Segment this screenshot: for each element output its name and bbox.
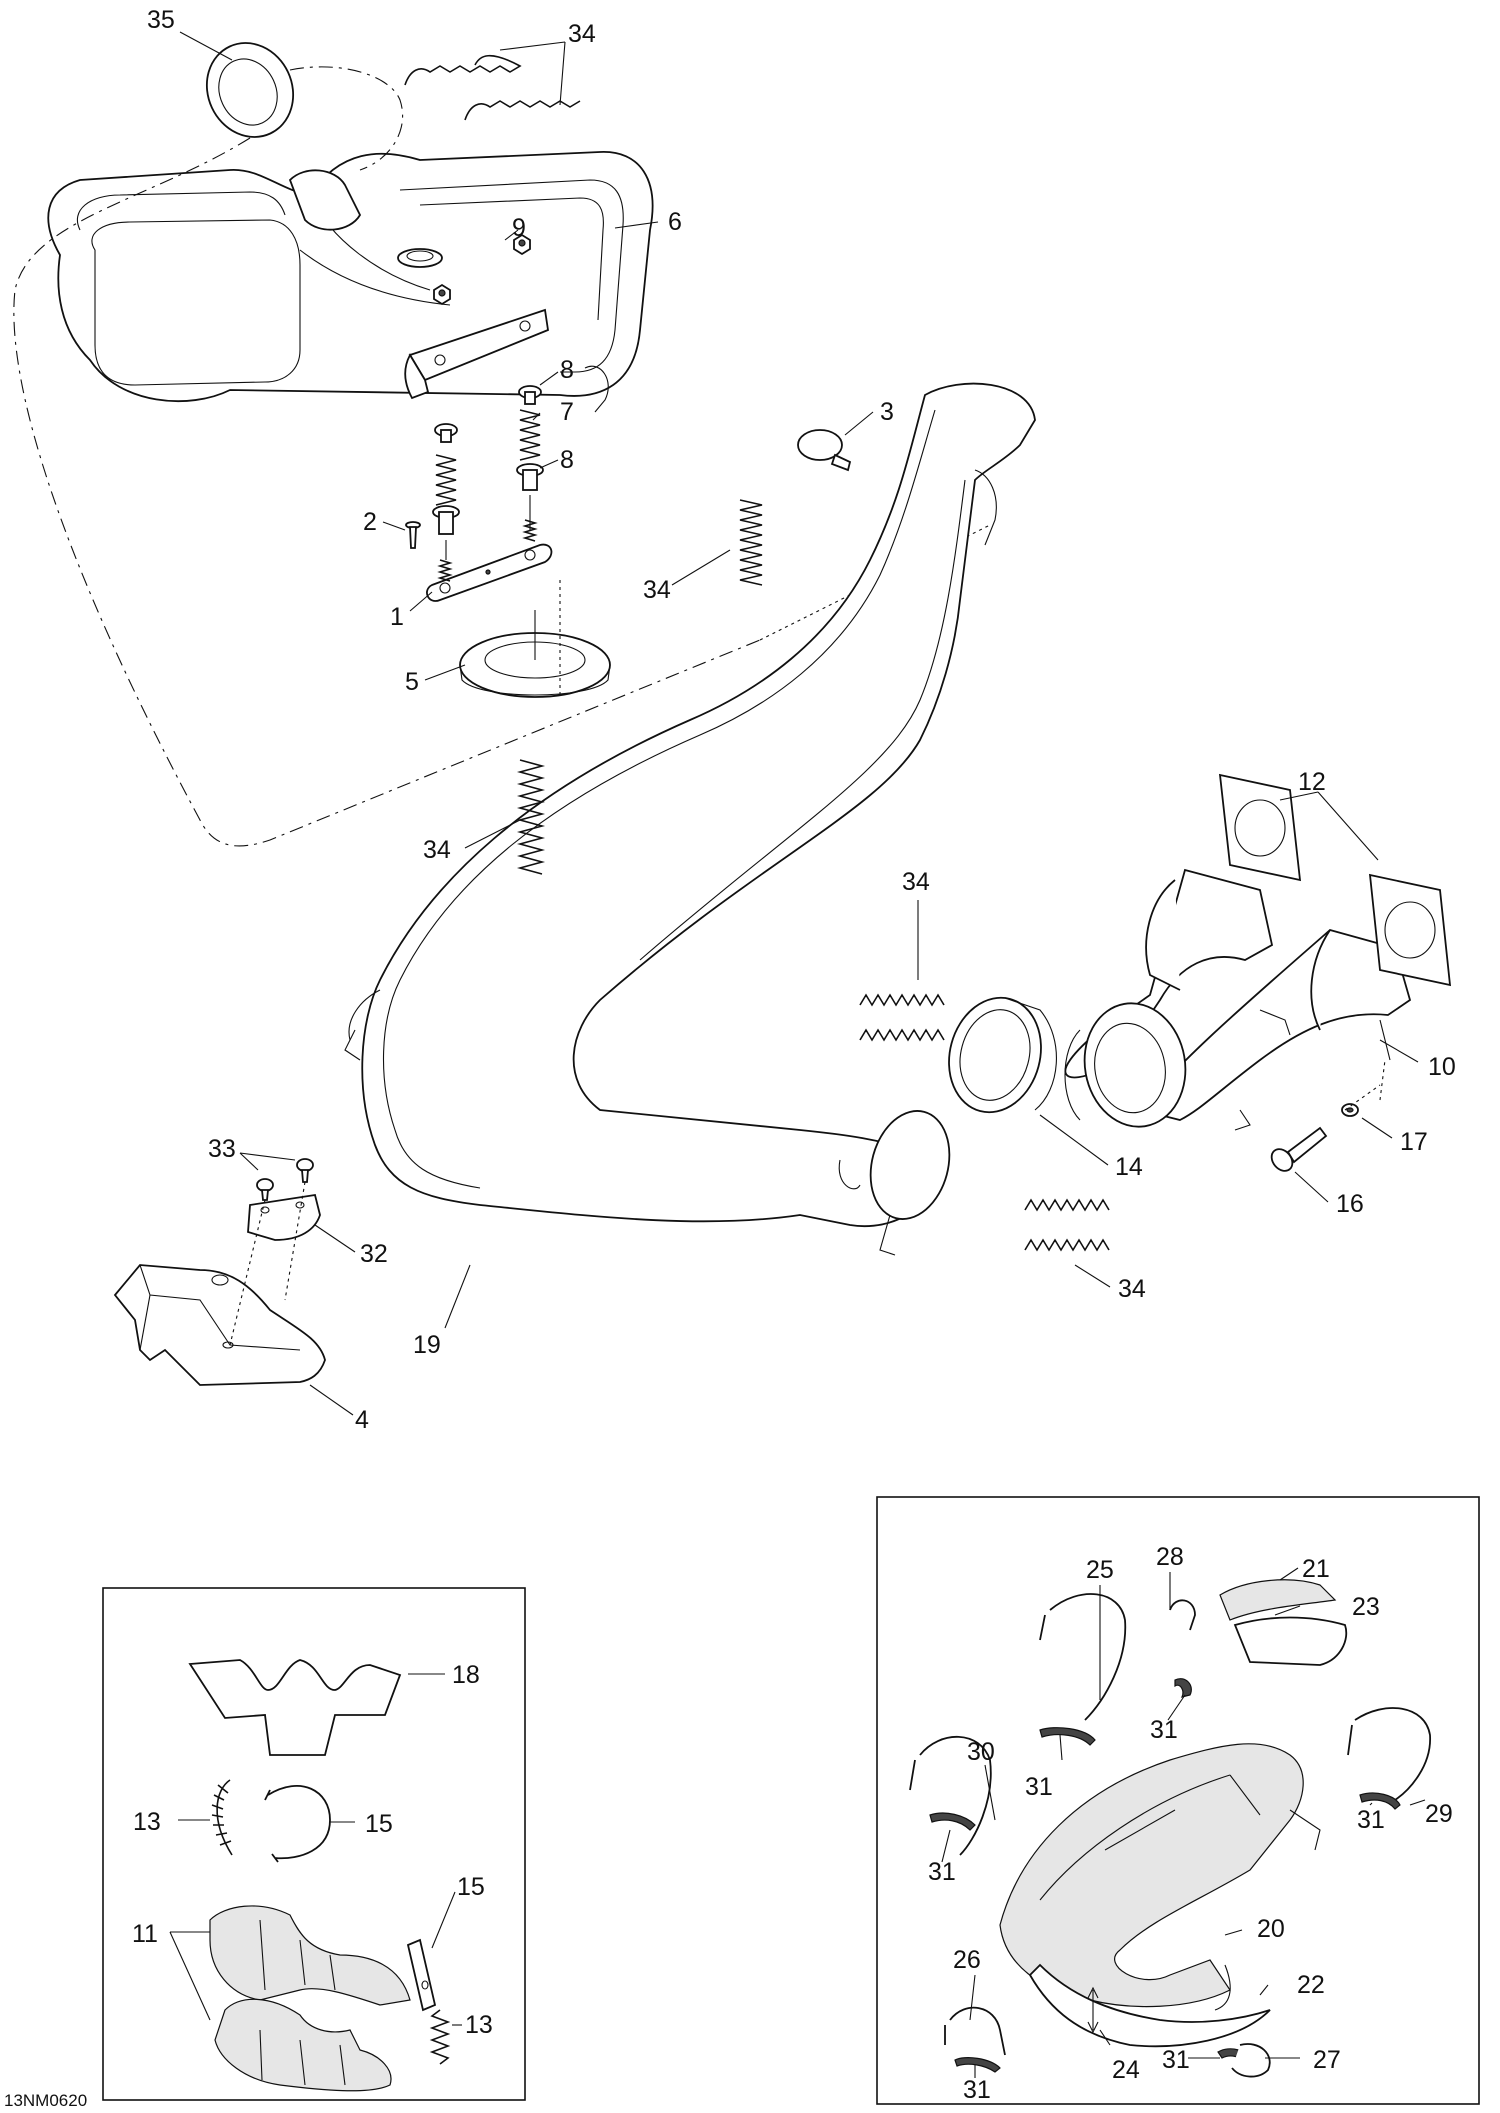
heat-shield-part-23 [1233, 1616, 1348, 1666]
callout-20: 20 [1257, 1915, 1285, 1943]
callout-31: 31 [1150, 1716, 1178, 1744]
washer-part-17 [1341, 1059, 1386, 1117]
callout-18: 18 [452, 1661, 480, 1689]
callout-34: 34 [902, 868, 930, 896]
callout-33: 33 [208, 1135, 236, 1163]
callout-labels: 35 34 6 9 8 7 8 3 2 1 34 5 34 12 34 10 1… [4, 6, 1456, 2110]
callout-15: 15 [365, 1810, 393, 1838]
callout-34: 34 [1118, 1275, 1146, 1303]
callout-30: 30 [967, 1738, 995, 1766]
clip-part-31-c [1174, 1678, 1192, 1698]
clip-part-15-small [406, 1938, 437, 2012]
callout-23: 23 [1352, 1593, 1380, 1621]
callout-5: 5 [405, 668, 419, 696]
callout-2: 2 [363, 508, 377, 536]
exhaust-manifold-part-10 [1064, 868, 1412, 1131]
clip-part-28 [1169, 1599, 1196, 1631]
callout-21: 21 [1302, 1555, 1330, 1583]
callout-17: 17 [1400, 1128, 1428, 1156]
callout-12: 12 [1298, 768, 1326, 796]
clip-part-31-b [929, 1812, 976, 1831]
callout-13: 13 [465, 2011, 493, 2039]
grommet-part-5 [459, 610, 611, 698]
clip-part-31-e [954, 2057, 1001, 2073]
inset-left [102, 1587, 526, 2101]
callout-22: 22 [1297, 1971, 1325, 1999]
callout-31: 31 [963, 2076, 991, 2104]
spring-part-34-center [859, 993, 945, 1042]
inset-right [876, 1496, 1480, 2105]
callout-10: 10 [1428, 1053, 1456, 1081]
spring-part-13-lower [429, 2009, 451, 2065]
clamp-part-26 [944, 2006, 1006, 2056]
callout-1: 1 [390, 603, 404, 631]
callout-11: 11 [132, 1920, 158, 1948]
drawing-reference: 13NM0620 [4, 2091, 87, 2110]
clamp-part-25 [1039, 1593, 1127, 1721]
callout-26: 26 [953, 1946, 981, 1974]
spring-part-34-top [404, 54, 581, 121]
callout-35: 35 [147, 6, 175, 34]
leader-lines [169, 31, 1426, 2078]
callout-24: 24 [1112, 2056, 1140, 2084]
callout-19: 19 [413, 1331, 441, 1359]
callout-34: 34 [423, 836, 451, 864]
callout-8: 8 [560, 356, 574, 384]
plate-part-32 [247, 1193, 321, 1241]
bolt-part-16 [1270, 1126, 1328, 1172]
spring-part-13-upper [211, 1779, 233, 1856]
callout-3: 3 [880, 398, 894, 426]
heat-shield-part-4 [113, 1264, 326, 1386]
clip-part-31-a [1039, 1727, 1096, 1746]
callout-31: 31 [1162, 2046, 1190, 2074]
nut-part-9 [433, 233, 531, 306]
callout-4: 4 [355, 1406, 369, 1434]
spring-part-34-mid [739, 499, 763, 586]
heat-shield-part-21 [1219, 1579, 1337, 1621]
callout-28: 28 [1156, 1543, 1184, 1571]
callout-34: 34 [568, 20, 596, 48]
seal-part-35 [205, 42, 295, 138]
heat-shield-part-11-lower [214, 1998, 392, 2092]
clamp-part-29 [1347, 1707, 1431, 1801]
exhaust-pipe-part-19 [344, 382, 1036, 1256]
clip-part-31-d [1359, 1792, 1401, 1810]
callout-31: 31 [1357, 1806, 1385, 1834]
callout-7: 7 [560, 398, 574, 426]
rubber-mount-part-3 [797, 429, 852, 472]
clip-part-27 [1231, 2043, 1271, 2078]
callout-13: 13 [133, 1808, 161, 1836]
callout-9: 9 [512, 214, 526, 242]
callout-15: 15 [457, 1873, 485, 1901]
bolt-plate-part-1 [426, 519, 553, 602]
clamp-part-15-ring [264, 1785, 331, 1863]
callout-32: 32 [360, 1240, 388, 1268]
muffler-bracket [404, 308, 549, 400]
rivet-part-2 [405, 521, 421, 549]
heat-shield-part-18 [188, 1659, 402, 1756]
spring-part-34-left [516, 759, 546, 875]
callout-14: 14 [1115, 1153, 1143, 1181]
mount-hardware-stack [432, 385, 544, 560]
callout-31: 31 [928, 1858, 956, 1886]
callout-27: 27 [1313, 2046, 1341, 2074]
callout-8: 8 [560, 446, 574, 474]
gasket-part-12 [1218, 773, 1452, 987]
callout-29: 29 [1425, 1800, 1453, 1828]
callout-31: 31 [1025, 1773, 1053, 1801]
heat-shield-part-20 [999, 1743, 1304, 2008]
ring-gasket-part-14 [948, 996, 1057, 1114]
screw-part-33 [229, 1158, 314, 1346]
callout-25: 25 [1086, 1556, 1114, 1584]
heat-shield-part-11-upper [209, 1905, 411, 2006]
callout-16: 16 [1336, 1190, 1364, 1218]
spring-part-34-bottom [1024, 1198, 1110, 1252]
callout-34: 34 [643, 576, 671, 604]
callout-6: 6 [668, 208, 682, 236]
